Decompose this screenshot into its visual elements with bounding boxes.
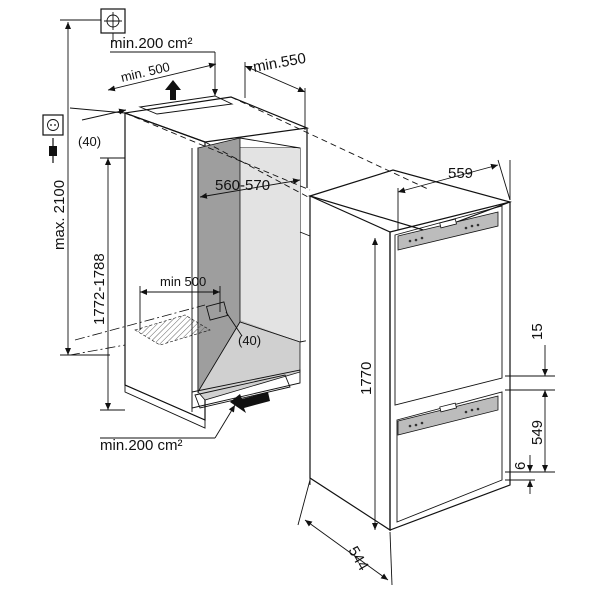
niche-cabinet bbox=[124, 95, 310, 429]
depth-top-label: min.550 bbox=[252, 50, 308, 76]
power-socket-icon bbox=[42, 114, 64, 136]
vent-bottom-label: min.200 cm² bbox=[100, 437, 183, 454]
vent-top-label: min.200 cm² bbox=[110, 35, 193, 52]
power-plug-icon bbox=[49, 138, 57, 163]
door-offset-label: 6 bbox=[512, 462, 529, 470]
offset-bottom-label: (40) bbox=[238, 333, 261, 348]
offset-top-label: (40) bbox=[78, 134, 101, 149]
inner-width-label: 560-570 bbox=[215, 177, 270, 194]
ground-symbol-icon bbox=[100, 8, 126, 34]
appliance-height-label: 1770 bbox=[358, 362, 375, 395]
appliance bbox=[299, 169, 512, 532]
niche-height-label: 1772-1788 bbox=[91, 253, 108, 325]
vent-bottom-width-label: min 500 bbox=[160, 274, 206, 289]
door-gap-label: 15 bbox=[529, 323, 546, 340]
appliance-width-label: 559 bbox=[448, 165, 473, 182]
max-height-label: max. 2100 bbox=[51, 180, 68, 250]
appliance-depth-label: 544 bbox=[345, 544, 372, 574]
lower-door-label: 549 bbox=[529, 420, 546, 445]
